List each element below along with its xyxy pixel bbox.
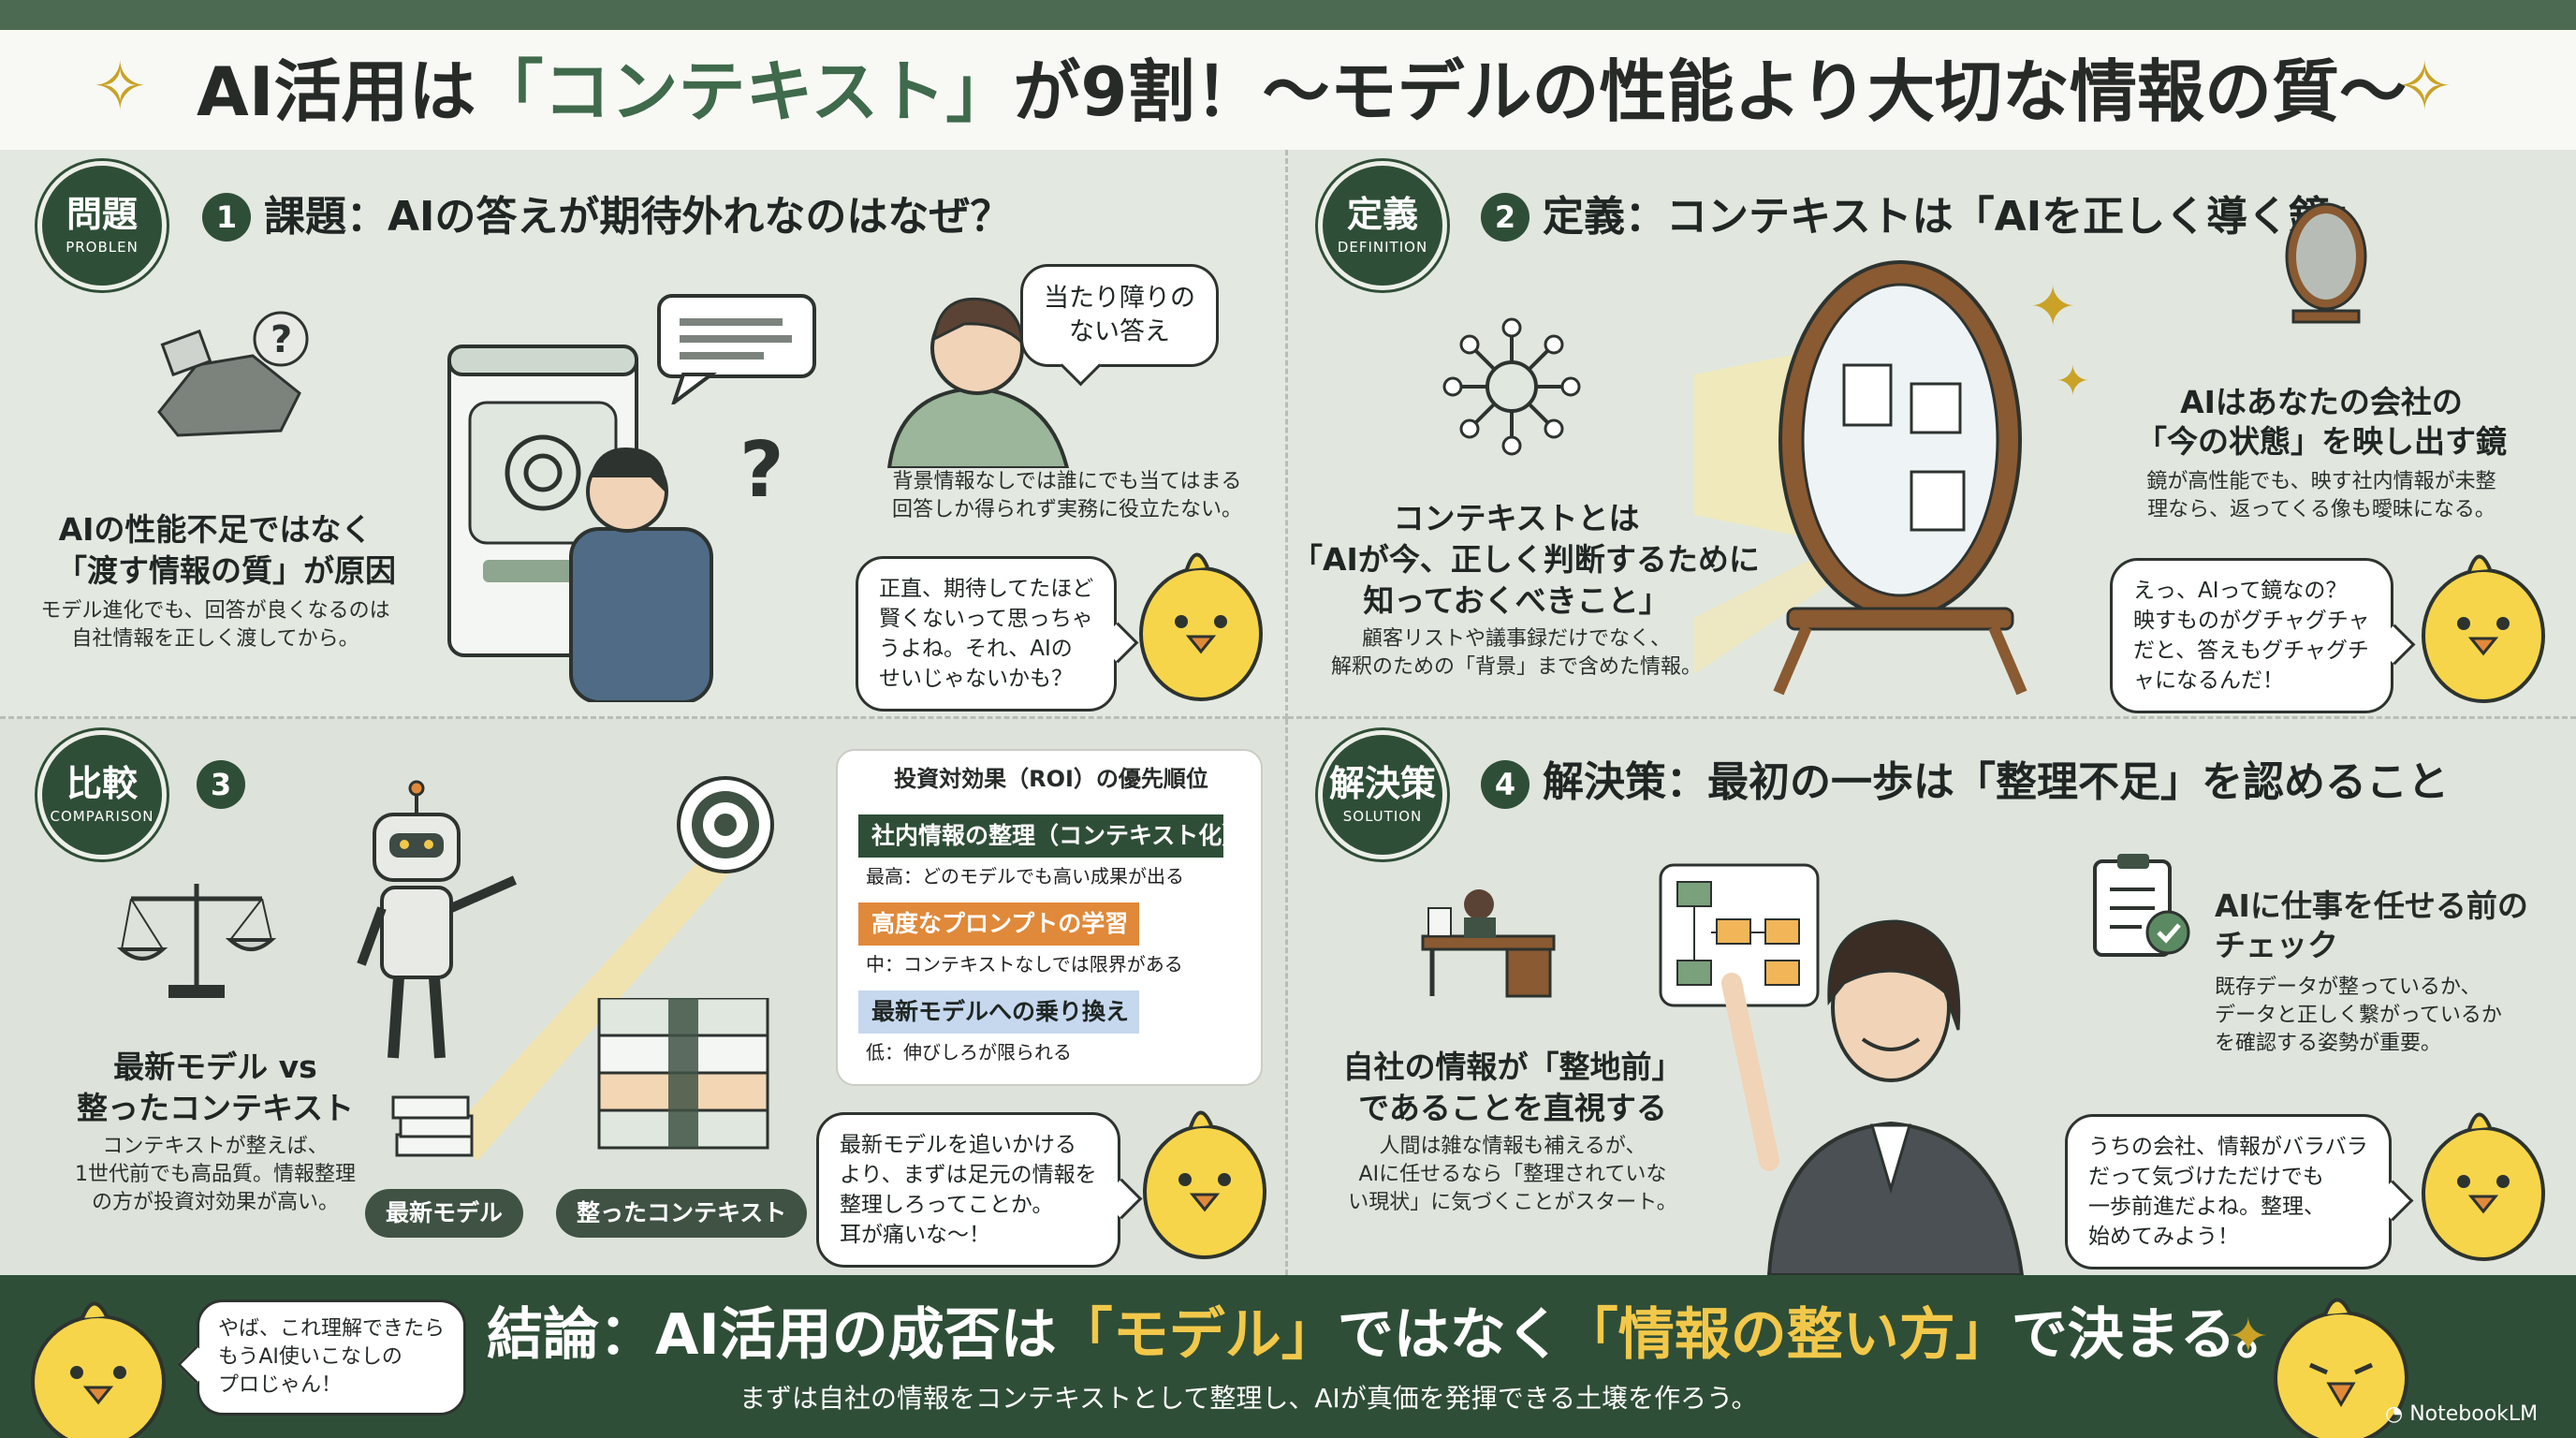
roi-priority-box: 投資対効果（ROI）の優先順位 社内情報の整理（コンテキスト化） 最高：どのモデ… [836,749,1263,1086]
robot-icon [357,780,739,1161]
comparison-sub-line1: コンテキストが整えば、 [102,1135,329,1158]
chick-mascot [1139,552,1263,701]
scale-icon [116,884,277,998]
section-heading: 定義：コンテキストは「AIを正しく導く鏡」 [1543,193,2372,241]
sparkle-icon: ✧ [2396,47,2453,125]
solution-main-line2: であることを直視する [1358,1090,1667,1126]
roi-item-1: 社内情報の整理（コンテキスト化） [858,814,1245,858]
check-sub-line1: 既存データが整っているか、 [2215,976,2481,999]
problem-sub-line1: モデル進化でも、回答が良くなるのは [40,599,390,623]
title-bar [0,30,2576,150]
openai-logo-icon [505,434,581,511]
section-number: 3 [197,760,245,809]
chick-mascot [2422,554,2545,703]
problem-desc-line2: 回答しか得られず実務に役立たない。 [891,498,1242,521]
comparison-sub-line2: 1世代前でも高品質。情報整理 [75,1163,356,1186]
conclusion-text: 結論：AI活用の成否は「モデル」ではなく「情報の整い方」で決まる。 [487,1302,2292,1368]
checklist-icon [2093,854,2190,957]
conclusion-subtext: まずは自社の情報をコンテキストとして整理し、AIが真価を発揮できる土壌を作ろう。 [739,1383,1758,1414]
chick-speech-bubble: えっ、AIって鏡なの？ 映すものがグチャグチャ だと、答えもグチャグチ ャになる… [2110,558,2393,713]
badge-solution: 解決策 SOLUTION [1318,730,1447,859]
roi-item-3: 最新モデルへの乗り換え [858,990,1139,1034]
tag-organized-context: 整ったコンテキスト [556,1189,808,1238]
svg-text:?: ? [271,318,292,361]
solution-sub-line2: AIに任せるなら「整理されていな [1358,1163,1667,1186]
target-icon [677,776,774,873]
businesswoman-illustration [1721,919,2025,1275]
chick-mascot [2274,1298,2408,1438]
comparison-main-line1: 最新モデル vs [113,1049,317,1085]
check-main-line2: チェック [2215,927,2338,963]
chick-speech-bubble: 正直、期待してたほど 賢くないって思っちゃ うよね。それ、AIの せいじゃないか… [856,556,1118,712]
footer-chick-bubble: やば、これ理解できたら もうAI使いこなしの プロじゃん！ [197,1299,467,1416]
mirror-main-line1: AIはあなたの会社の [2180,384,2463,420]
chick-speech-bubble: 最新モデルを追いかける より、まずは足元の情報を 整理しろってことか。 耳が痛い… [816,1112,1120,1268]
problem-main-line1: AIの性能不足ではなく [58,511,373,548]
question-mark-icon: ? [739,426,784,515]
chick-mascot [31,1301,166,1438]
section-number: 2 [1481,193,1530,242]
mirror-sub-line2: 理なら、返ってくる像も曖昧になる。 [2147,498,2496,521]
desk-worker-icon [1421,889,1556,998]
page-title: AI活用は「コンテキスト」が9割！〜モデルの性能より大切な情報の質〜 [197,45,2407,139]
person-illustration [886,297,1070,468]
sparkle-icon: ✦ [2228,1309,2269,1365]
comparison-sub-line3: の方が投資対効果が高い。 [91,1191,339,1214]
notebooklm-logo-icon: ◔ NotebookLM [2385,1402,2539,1426]
roi-desc-2: 中：コンテキストなしでは限界がある [866,953,1183,976]
badge-comparison: 比較 COMPARISON [37,730,167,859]
top-strip [0,0,2576,30]
roi-item-2: 高度なプロンプトの学習 [858,902,1139,946]
roi-desc-3: 低：伸びしろが限られる [866,1041,1072,1064]
check-main-line1: AIに仕事を任せる前の [2215,888,2528,924]
chick-speech-bubble: うちの会社、情報がバラバラ だって気づけただけでも 一歩前進だよね。整理、 始め… [2065,1114,2392,1269]
roi-title: 投資対効果（ROI）の優先順位 [894,766,1208,792]
solution-main-line1: 自社の情報が「整地前」 [1342,1049,1683,1085]
sparkle-icon: ✦ [2056,358,2090,405]
definition-sub-line1: 顧客リストや議事録だけでなく、 [1361,627,1671,651]
definition-main-line3: 知っておくべきこと」 [1363,582,1670,619]
comparison-main-line2: 整ったコンテキスト [76,1090,354,1126]
network-icon [1442,317,1581,456]
speech-bubble-icon [657,294,816,404]
title-part2: が9割！〜モデルの性能より大切な情報の質〜 [1013,52,2408,131]
mirror-sub-line1: 鏡が高性能でも、映す社内情報が未整 [2146,470,2496,493]
problem-desc-line1: 背景情報なしでは誰にでも当てはまる [892,470,1242,493]
check-sub-line2: データと正しく繋がっているか [2215,1004,2502,1027]
badge-problem: 問題 PROBLEN [37,161,167,290]
mirror-main-line2: 「今の状態」を映し出す鏡 [2136,423,2507,460]
sparkle-icon: ✧ [92,47,149,125]
mirror-icon [1694,260,2027,696]
roi-desc-1: 最高：どのモデルでも高い成果が出る [866,865,1184,888]
solution-sub-line3: い現状」に気づくことがスタート。 [1348,1191,1677,1214]
question-mark-icon: ? [157,311,309,437]
title-highlight: 「コンテキスト」 [476,52,1014,131]
document-stack-icon [597,998,769,1150]
mirror-icon [2285,202,2367,324]
problem-main-line2: 「渡す情報の質」が原因 [56,552,396,589]
definition-sub-line2: 解釈のための「背景」まで含めた情報。 [1330,655,1702,679]
definition-main-line2: 「AIが今、正しく判断するために [1292,541,1760,578]
solution-sub-line1: 人間は雑な情報も補えるが、 [1379,1135,1647,1158]
ai-chat-window [447,345,713,702]
definition-main-line1: コンテキストとは [1393,500,1640,536]
check-sub-line3: を確認する姿勢が重要。 [2215,1032,2442,1055]
section-heading: 解決策：最初の一歩は「整理不足」を認めること [1543,758,2449,806]
brand-label: NotebookLM [2409,1402,2539,1426]
badge-definition: 定義 DEFINITION [1318,161,1447,290]
title-part1: AI活用は [197,52,476,131]
section-heading: 課題：AIの答えが期待外れなのはなぜ？ [264,193,1012,241]
speech-bubble-bland-answer: 当たり障りの ない答え [1020,264,1219,367]
section-number: 4 [1481,760,1530,809]
section-number: 1 [202,193,251,242]
tag-latest-model: 最新モデル [365,1189,524,1238]
document-stack-icon [391,1095,474,1157]
chick-mascot [1143,1110,1266,1259]
chick-mascot [2422,1112,2545,1261]
problem-sub-line2: 自社情報を正しく渡してから。 [71,627,359,651]
sparkle-icon: ✦ [2029,274,2077,340]
